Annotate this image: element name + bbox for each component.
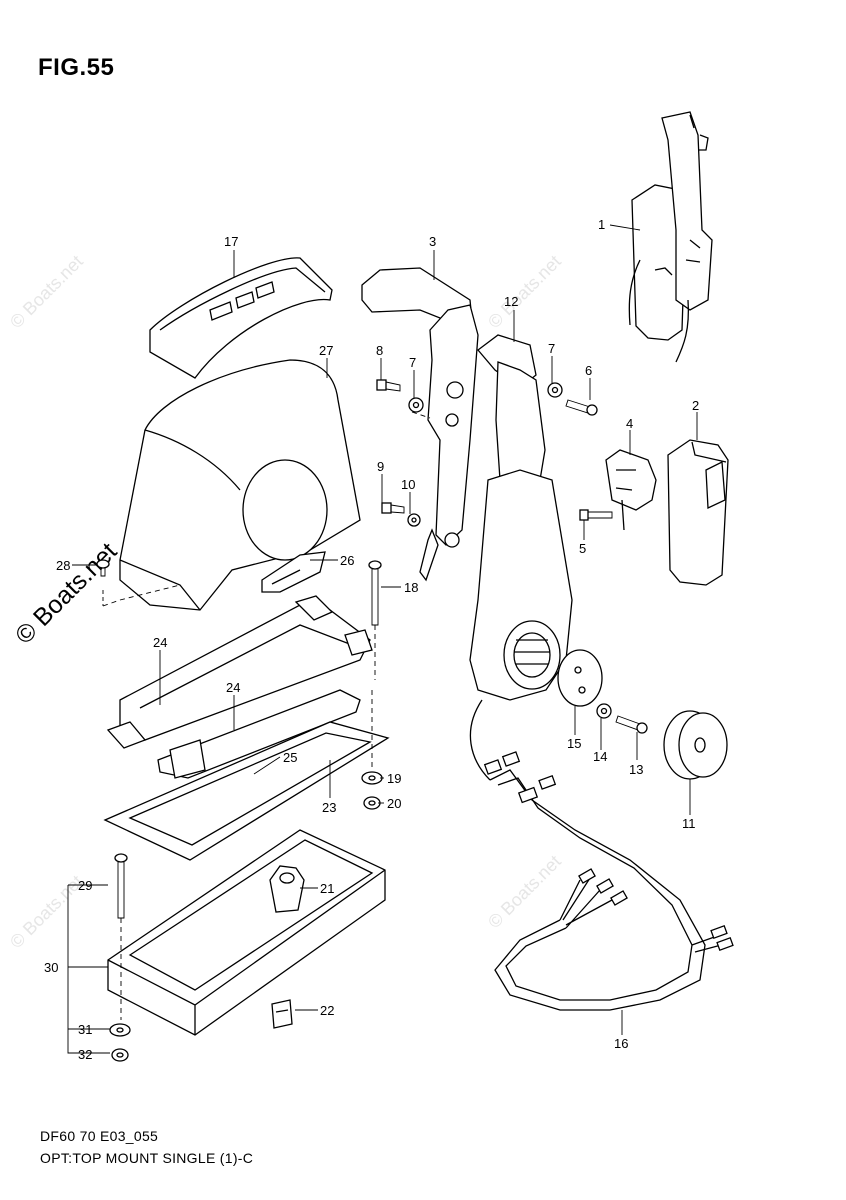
callout-23[interactable]: 23 — [322, 800, 336, 815]
callout-31[interactable]: 31 — [78, 1022, 92, 1037]
part-6-screw[interactable] — [565, 399, 598, 416]
callout-21[interactable]: 21 — [320, 881, 334, 896]
callout-30[interactable]: 29 — [78, 878, 92, 893]
part-4-switch[interactable] — [605, 449, 657, 531]
leader-lines — [67, 224, 698, 1054]
part-28-screw[interactable] — [96, 559, 110, 606]
part-29-base[interactable] — [107, 829, 386, 1036]
part-30-bolt[interactable] — [114, 853, 128, 919]
part-8-bolt[interactable] — [376, 379, 401, 392]
callout-16[interactable]: 16 — [614, 1036, 628, 1051]
callout-labels: 1 2 3 4 5 6 7 7 8 9 10 11 12 13 14 15 16… — [44, 217, 699, 1062]
callout-17[interactable]: 17 — [224, 234, 238, 249]
diagram-code: DF60 70 E03_055 — [40, 1128, 159, 1144]
part-18-bolt[interactable] — [368, 560, 382, 626]
callout-1[interactable]: 1 — [598, 217, 605, 232]
fig-title: FIG.55 — [38, 54, 115, 81]
callout-8[interactable]: 8 — [376, 343, 383, 358]
part-7-washer-left[interactable] — [408, 397, 424, 413]
callout-15[interactable]: 15 — [567, 736, 581, 751]
part-14-washer[interactable] — [596, 703, 612, 719]
part-21-clamp[interactable] — [269, 865, 305, 913]
callout-18[interactable]: 18 — [404, 580, 418, 595]
callout-4[interactable]: 4 — [626, 416, 633, 431]
callout-9[interactable]: 9 — [377, 459, 384, 474]
part-3-control-lever[interactable] — [361, 267, 479, 582]
callout-10[interactable]: 10 — [401, 477, 415, 492]
part-16-wiring-harness[interactable] — [469, 699, 734, 1011]
callout-14[interactable]: 14 — [593, 749, 607, 764]
callout-12[interactable]: 12 — [504, 294, 518, 309]
part-11-cap[interactable] — [663, 710, 728, 780]
callout-6[interactable]: 6 — [585, 363, 592, 378]
callout-25[interactable]: 25 — [283, 750, 297, 765]
part-13-screw[interactable] — [615, 715, 648, 734]
part-24-bracket-lower[interactable] — [106, 689, 361, 779]
callout-27[interactable]: 27 — [319, 343, 333, 358]
callout-2[interactable]: 2 — [692, 398, 699, 413]
callout-32[interactable]: 32 — [78, 1047, 92, 1062]
part-1-remote-control-box[interactable] — [628, 111, 713, 363]
part-20-nut[interactable] — [363, 796, 381, 810]
callout-7a[interactable]: 7 — [409, 355, 416, 370]
part-24-bracket-upper[interactable] — [119, 595, 373, 741]
part-17-top-cover[interactable] — [149, 257, 333, 379]
assembly-guides — [102, 411, 431, 1020]
part-15-plate[interactable] — [557, 649, 603, 707]
part-2-handle-grip[interactable] — [667, 439, 729, 586]
part-10-washer[interactable] — [407, 513, 421, 527]
callout-5[interactable]: 5 — [579, 541, 586, 556]
callout-13[interactable]: 13 — [629, 762, 643, 777]
part-12-lever-housing[interactable] — [469, 334, 573, 701]
callout-26[interactable]: 26 — [340, 553, 354, 568]
callout-22[interactable]: 22 — [320, 1003, 334, 1018]
part-5-screw[interactable] — [579, 509, 613, 521]
part-32-nut[interactable] — [111, 1048, 129, 1062]
part-27-main-cover[interactable] — [119, 359, 361, 611]
part-7-washer-right[interactable] — [547, 382, 563, 398]
callout-19[interactable]: 19 — [387, 771, 401, 786]
callout-29[interactable]: 30 — [44, 960, 58, 975]
callout-24b[interactable]: 24 — [226, 680, 240, 695]
callout-24a[interactable]: 24 — [153, 635, 167, 650]
part-22-clip[interactable] — [271, 999, 293, 1029]
part-23-gasket[interactable] — [103, 721, 390, 861]
part-31-washer[interactable] — [109, 1023, 131, 1037]
callout-28[interactable]: 28 — [56, 558, 70, 573]
callout-20[interactable]: 20 — [387, 796, 401, 811]
part-26-plate[interactable] — [261, 551, 326, 593]
callout-7b[interactable]: 7 — [548, 341, 555, 356]
callout-11[interactable]: 11 — [682, 816, 696, 831]
callout-3[interactable]: 3 — [429, 234, 436, 249]
diagram-description: OPT:TOP MOUNT SINGLE (1)-C — [40, 1150, 254, 1166]
part-9-bolt[interactable] — [381, 502, 405, 514]
part-19-washer[interactable] — [361, 771, 383, 785]
